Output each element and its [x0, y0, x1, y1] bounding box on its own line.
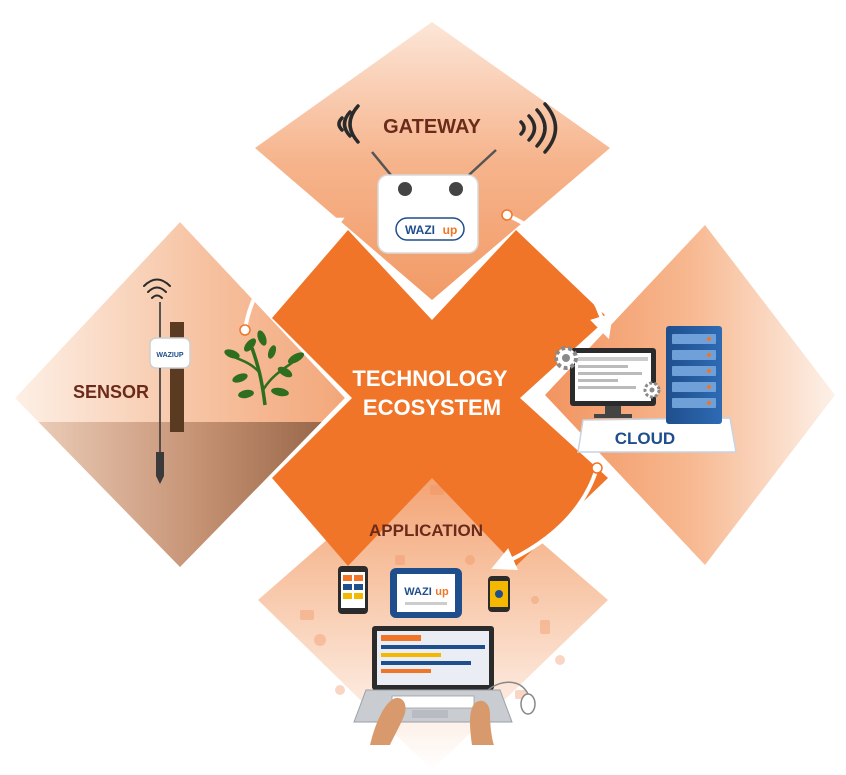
- center-title-line1: TECHNOLOGY: [352, 366, 508, 391]
- smartphone-icon: [338, 566, 368, 614]
- application-label: APPLICATION: [369, 521, 483, 540]
- mobile-phone-icon: [488, 576, 510, 612]
- arrow-start-dot-sensor: [239, 324, 251, 336]
- gear-icon: [554, 346, 578, 370]
- arrow-cloud-to-application: [491, 466, 599, 571]
- wifi-signal-right-icon: [519, 102, 558, 154]
- sensor-signal-icon: [143, 278, 171, 299]
- gateway-device: WAZI up: [371, 149, 497, 254]
- tablet-icon: WAZI up: [390, 568, 462, 618]
- mouse-icon: [520, 693, 536, 715]
- background-app-icons: [300, 485, 565, 699]
- gateway-panel: [255, 22, 610, 300]
- plant-icon: [224, 330, 305, 406]
- arrow-start-dot-cloud: [591, 462, 603, 474]
- sensor-label: SENSOR: [73, 382, 149, 402]
- soil-probe: [156, 452, 164, 484]
- hands-icon: [370, 697, 494, 745]
- gear-small-icon: [643, 381, 661, 399]
- gateway-brand-logo: WAZI: [405, 223, 435, 237]
- cloud-label: CLOUD: [615, 429, 675, 448]
- mouse-cable: [487, 681, 529, 695]
- cloud-illustration: CLOUD: [554, 326, 737, 453]
- center-title-line2: ECOSYSTEM: [363, 395, 501, 420]
- gateway-label: GATEWAY: [383, 116, 481, 138]
- arrow-gateway-to-cloud: [505, 213, 614, 340]
- gateway-brand-suffix: up: [443, 223, 458, 237]
- flow-arrows: [243, 213, 614, 571]
- tablet-brand-logo: WAZI: [404, 586, 432, 598]
- arrow-start-dot-gateway: [501, 209, 513, 221]
- wifi-signal-left-icon: [337, 104, 360, 144]
- tablet-brand-suffix: up: [435, 586, 449, 598]
- arrow-sensor-to-gateway: [243, 217, 345, 332]
- sensor-brand-logo: WAZIUP: [156, 352, 184, 359]
- center-x-shape: [272, 230, 608, 566]
- laptop-icon: [353, 626, 513, 723]
- sensor-device: WAZIUP: [149, 302, 191, 484]
